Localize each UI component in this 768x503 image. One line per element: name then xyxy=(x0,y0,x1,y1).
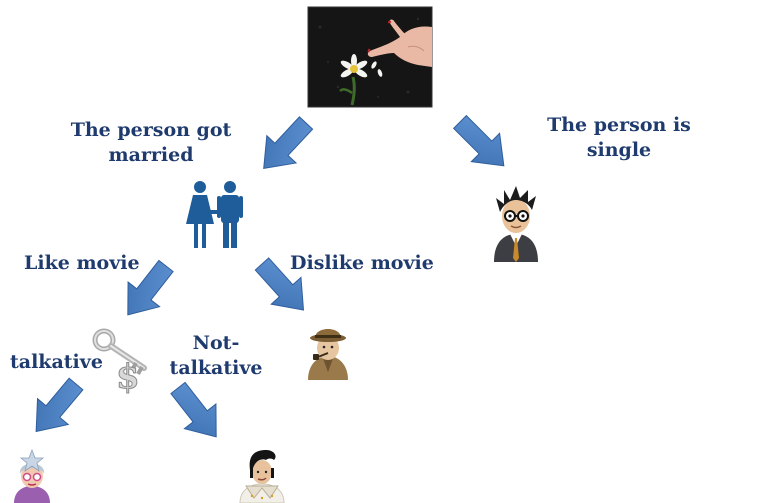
key-dollar-icon: $ xyxy=(92,328,158,398)
dislike-movie-label: Dislike movie xyxy=(290,252,434,274)
talkative-label: talkative xyxy=(10,351,103,373)
like-movie-label: Like movie xyxy=(24,252,140,274)
hand-plucking-daisy-photo xyxy=(307,6,433,108)
not-talkative-label-line1: Not- xyxy=(192,332,240,354)
couple-icon xyxy=(184,180,246,250)
single-label-line2: single xyxy=(586,139,652,161)
nerd-avatar-icon xyxy=(490,186,542,262)
married-label-line1: The person got xyxy=(70,119,232,141)
single-label: The person is single xyxy=(536,113,702,163)
not-talkative-label-line2: talkative xyxy=(169,357,263,379)
single-label-line1: The person is xyxy=(547,114,691,136)
married-label-line2: married xyxy=(108,144,194,166)
lady-avatar-icon xyxy=(12,448,52,503)
svg-text:$: $ xyxy=(116,357,140,397)
detective-avatar-icon xyxy=(302,320,354,380)
elvis-avatar-icon xyxy=(238,446,286,503)
married-label: The person got married xyxy=(60,118,242,168)
not-talkative-label: Not- talkative xyxy=(160,331,272,381)
